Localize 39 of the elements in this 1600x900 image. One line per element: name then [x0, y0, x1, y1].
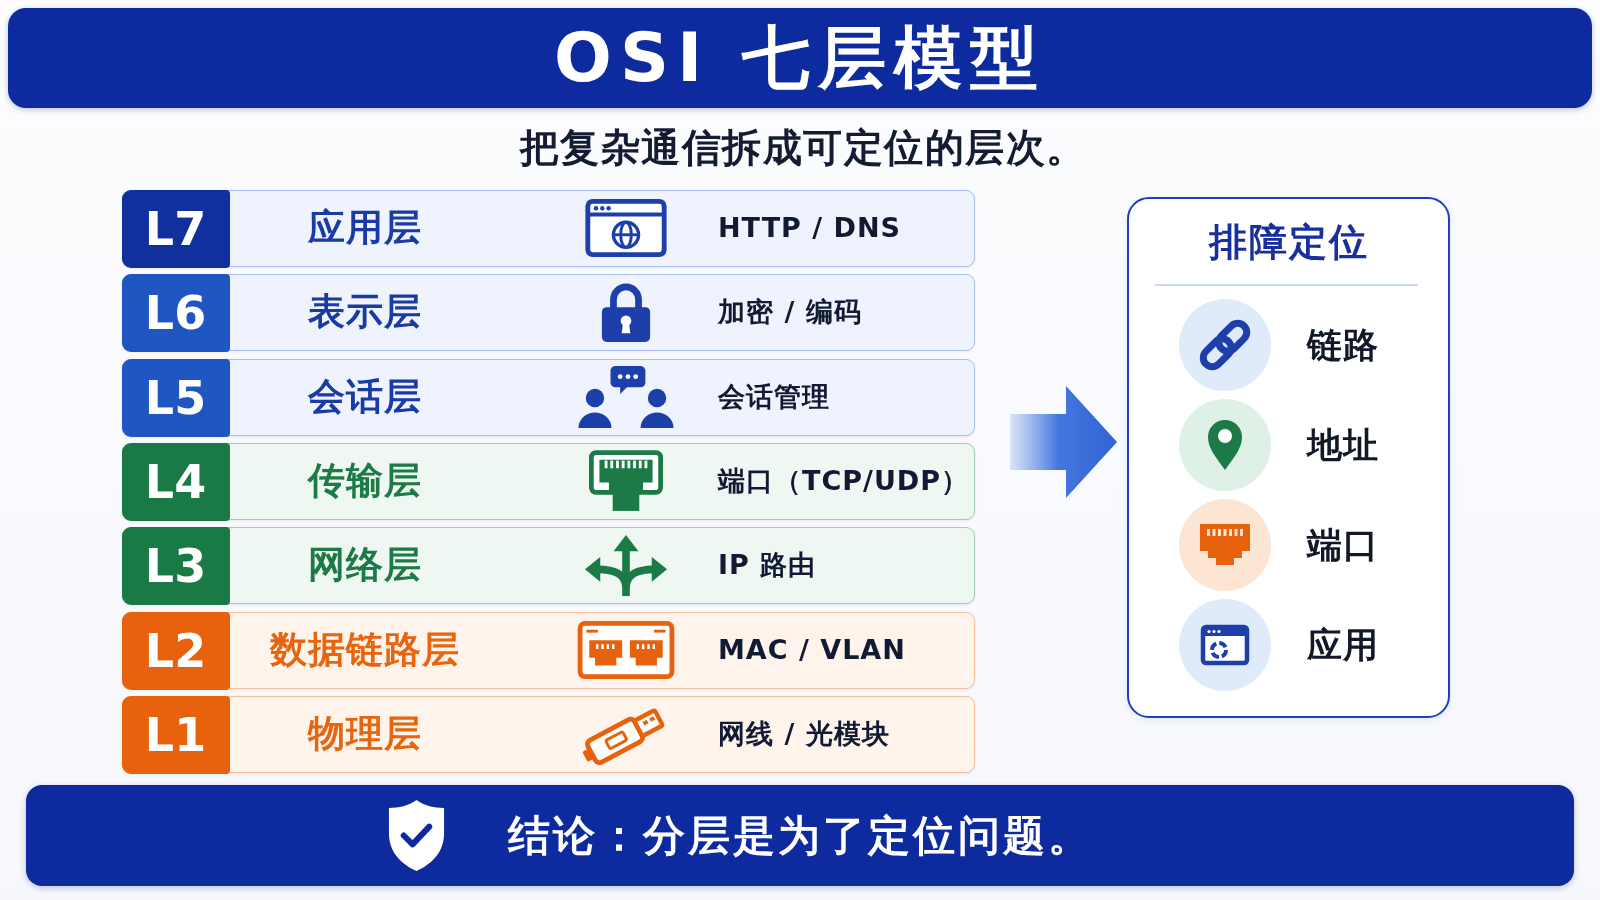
layer-name: 会话层 [308, 375, 422, 419]
layer-description: IP 路由 [718, 549, 817, 581]
title-banner: OSI 七层模型 [8, 8, 1592, 108]
layer-badge: L3 [121, 526, 230, 605]
conclusion-banner [26, 785, 1574, 886]
layer-description: 端口（TCP/UDP） [718, 465, 969, 497]
item-label: 应用 [1307, 624, 1379, 666]
layer-row [122, 527, 975, 604]
layer-name: 应用层 [308, 206, 422, 250]
layer-row [122, 443, 975, 520]
troubleshooting-panel [1127, 197, 1450, 718]
layer-name: 物理层 [308, 712, 422, 756]
layer-description: HTTP / DNS [718, 212, 901, 244]
layer-row [122, 696, 975, 773]
layer-row [122, 274, 975, 351]
subtitle: 把复杂通信拆成可定位的层次。 [519, 125, 1087, 171]
layer-badge: L5 [121, 358, 230, 437]
layer-description: MAC / VLAN [718, 634, 906, 666]
layer-row [122, 359, 975, 436]
layer-badge: L7 [121, 189, 230, 268]
panel-heading: 排障定位 [1208, 221, 1369, 265]
layer-description: 网线 / 光模块 [718, 718, 890, 750]
item-label: 链路 [1307, 324, 1379, 366]
layer-description: 加密 / 编码 [718, 296, 862, 328]
layer-badge: L1 [121, 695, 230, 774]
layer-name: 传输层 [308, 459, 422, 503]
layer-name: 网络层 [308, 543, 422, 587]
layer-row [122, 190, 975, 267]
layer-row [122, 612, 975, 689]
arrow [1010, 386, 1117, 498]
layer-badge: L2 [121, 611, 230, 690]
layer-name: 数据链路层 [270, 628, 460, 672]
layer-name: 表示层 [308, 290, 422, 334]
conclusion-text: 结论：分层是为了定位问题。 [508, 811, 1093, 860]
layer-description: 会话管理 [718, 381, 830, 413]
item-label: 端口 [1307, 524, 1379, 566]
item-label: 地址 [1307, 424, 1379, 466]
layer-badge: L4 [121, 442, 230, 521]
layer-badge: L6 [121, 273, 230, 352]
